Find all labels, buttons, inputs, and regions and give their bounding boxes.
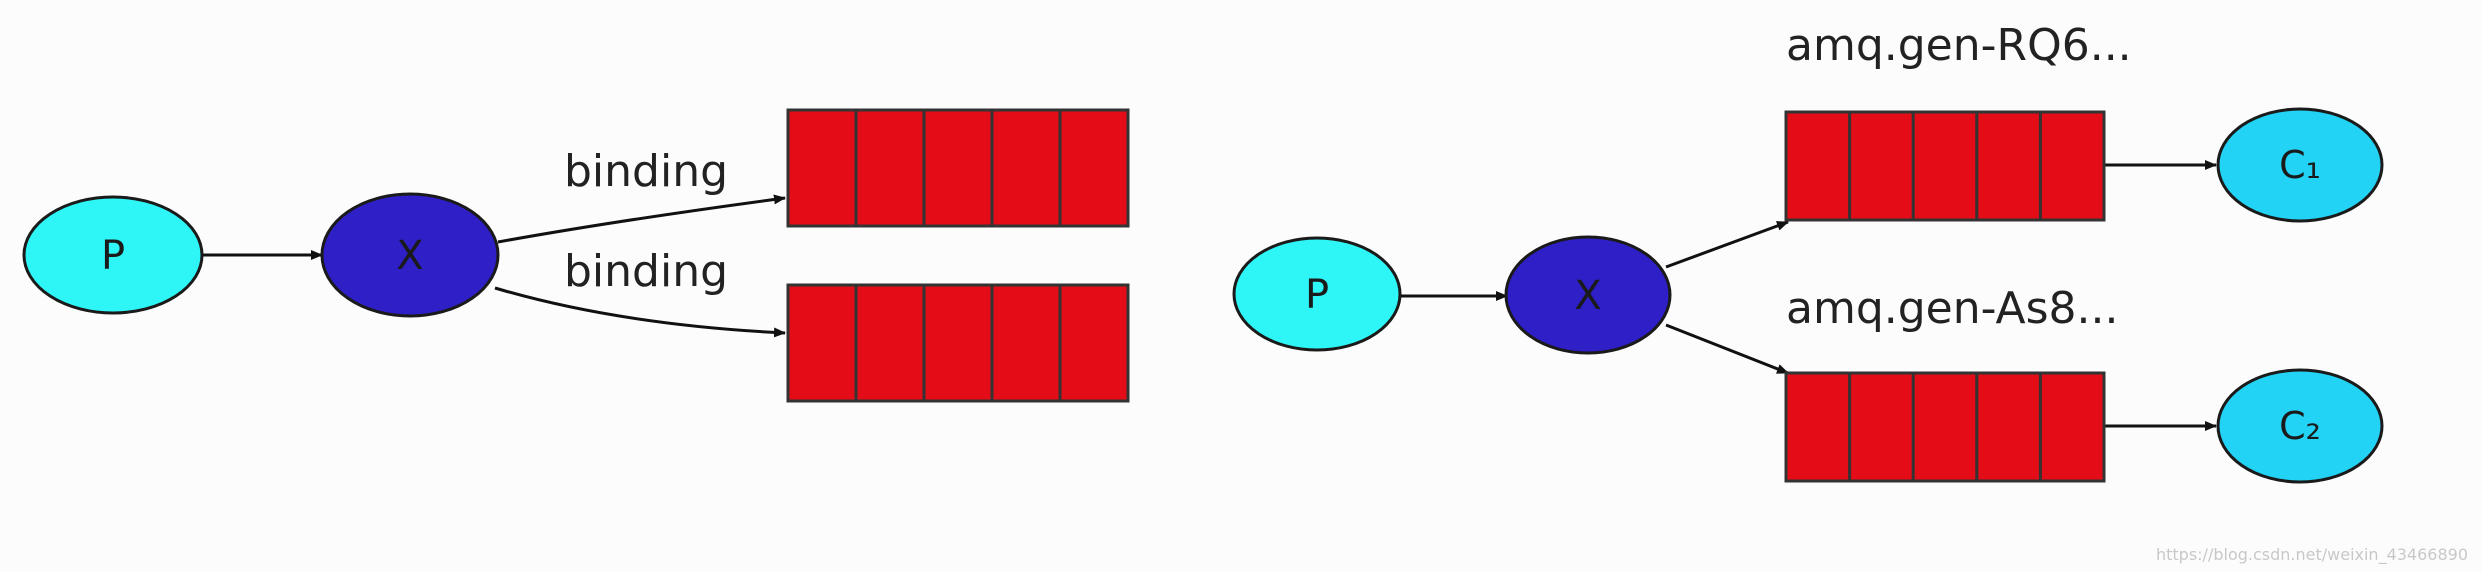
producer-node-left: P — [22, 195, 204, 315]
edge-binding-bottom-left — [494, 286, 786, 338]
consumer-node-1: C₁ — [2216, 107, 2384, 223]
queue-right-1 — [1784, 110, 2106, 222]
edge-exchange-to-queue2 — [1665, 323, 1789, 375]
queue2-name-label: amq.gen-As8... — [1786, 283, 2119, 334]
queue-right-2 — [1784, 371, 2106, 483]
left-diagram: P X binding binding — [22, 108, 1130, 403]
exchange-label-right: X — [1574, 273, 1601, 319]
exchange-label-left: X — [396, 233, 423, 279]
exchange-node-right: X — [1504, 235, 1672, 355]
queue1-name-label: amq.gen-RQ6... — [1786, 20, 2132, 71]
exchange-node-left: X — [320, 192, 500, 318]
consumer-node-2: C₂ — [2216, 368, 2384, 484]
queue-left-bottom — [786, 283, 1130, 403]
edge-exchange-to-queue1 — [1665, 220, 1789, 269]
edge-binding-top-left — [497, 194, 786, 244]
queue-left-top — [786, 108, 1130, 228]
consumer1-label: C₁ — [2279, 143, 2321, 187]
consumer2-label: C₂ — [2279, 404, 2321, 448]
watermark-text: https://blog.csdn.net/weixin_43466890 — [2155, 545, 2468, 564]
producer-label-right: P — [1305, 272, 1329, 318]
binding-label-bottom: binding — [564, 246, 728, 297]
producer-node-right: P — [1232, 236, 1402, 352]
binding-label-top: binding — [564, 146, 728, 197]
right-diagram: P X amq.gen-RQ6... amq.gen-As8... — [1232, 20, 2384, 484]
producer-label-left: P — [101, 233, 125, 279]
